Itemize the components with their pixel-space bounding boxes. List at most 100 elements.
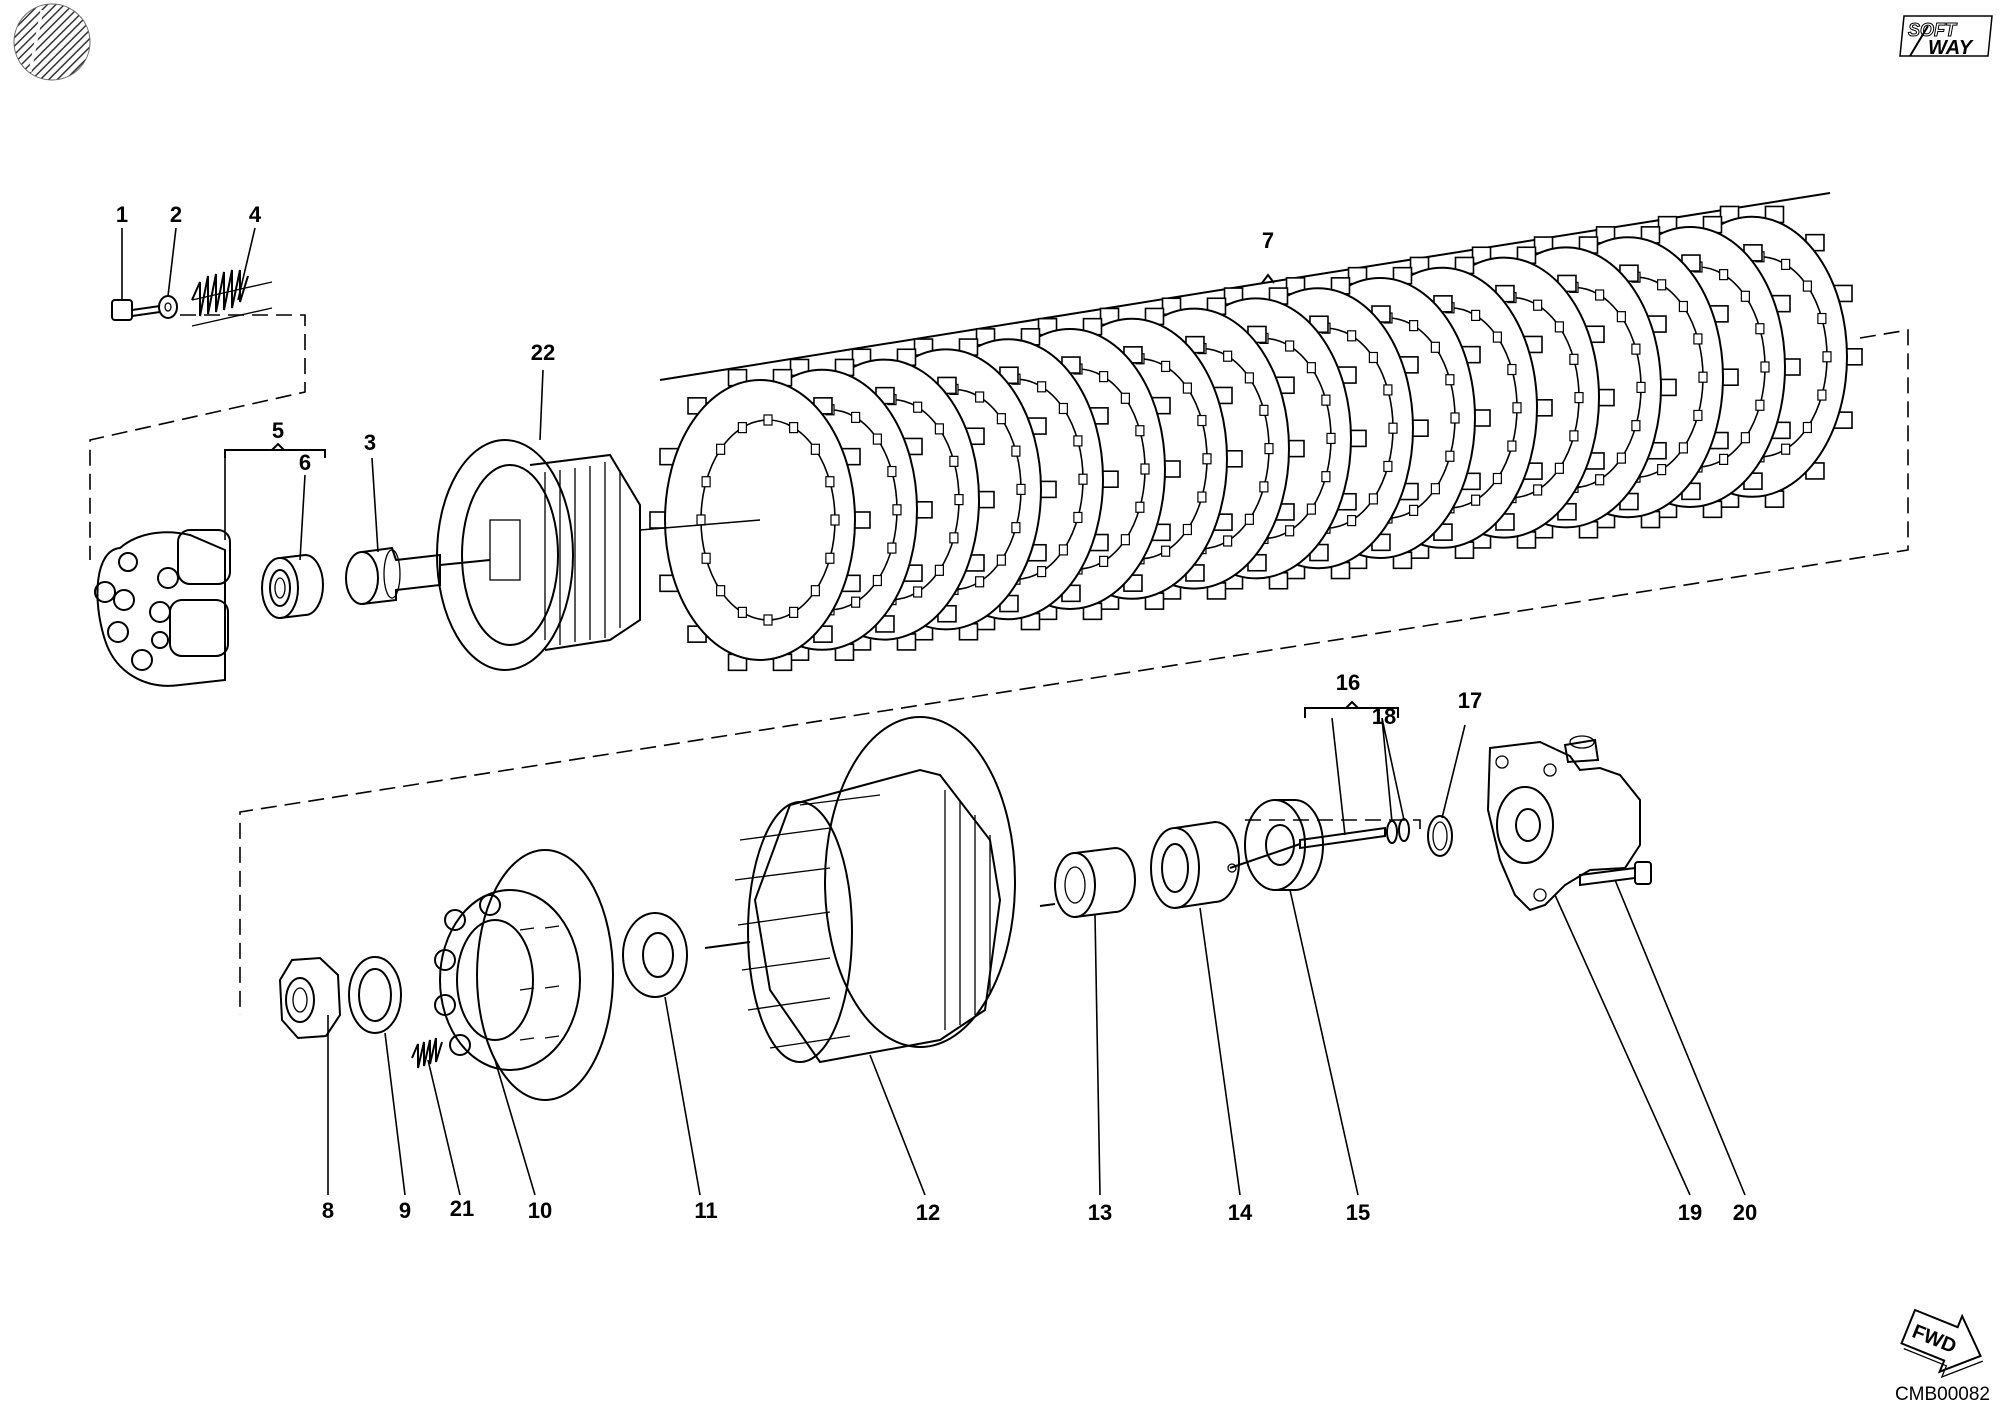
callout-4: 4	[249, 202, 262, 227]
plate-tooth	[1037, 565, 1047, 578]
part-2-washer	[158, 295, 178, 319]
callout-9: 9	[399, 1198, 411, 1223]
part-3-bushing	[345, 546, 441, 605]
callout-10: 10	[528, 1198, 552, 1223]
part-1-screw	[111, 299, 161, 321]
plate-tooth	[763, 414, 773, 426]
callout-12: 12	[916, 1200, 940, 1225]
plate-tooth	[1817, 389, 1827, 401]
plate-tooth	[1507, 440, 1517, 452]
plate-tooth	[1202, 453, 1212, 465]
callout-19: 19	[1678, 1200, 1702, 1225]
plate-tooth	[716, 585, 726, 597]
plate-tooth	[1306, 362, 1316, 374]
plate-tooth	[1719, 453, 1729, 465]
plate-tooth	[696, 514, 706, 526]
plate-tooth	[1016, 483, 1026, 495]
plate-tooth	[1120, 534, 1130, 546]
plate-tooth	[1244, 372, 1254, 384]
plate-tooth	[872, 433, 882, 445]
part-18-o-rings	[1386, 818, 1410, 844]
plate-tooth	[1161, 360, 1171, 373]
plate-tooth	[1285, 525, 1295, 537]
plate-tooth	[763, 614, 773, 626]
plate-tooth	[1264, 443, 1274, 455]
plate-tooth	[701, 552, 711, 564]
plate-tooth	[1140, 463, 1150, 475]
plate-tooth	[975, 576, 985, 588]
part-11-thrust-washer	[622, 912, 688, 998]
plate-tooth	[825, 552, 835, 564]
plate-tooth	[1259, 481, 1269, 493]
part-17-seal-ring	[1427, 815, 1453, 857]
plate-tooth	[1223, 535, 1233, 547]
plate-tooth	[1533, 299, 1543, 311]
part-13-sleeve	[1039, 846, 1136, 918]
part-6-bearing	[261, 553, 324, 619]
bracket-5	[224, 442, 326, 458]
plate-tooth	[1285, 340, 1295, 352]
plate-tooth	[1135, 425, 1145, 437]
bracket-16	[1304, 700, 1399, 718]
plate-tooth	[934, 564, 944, 576]
part-5-pressure-plate	[94, 529, 231, 687]
plate-tooth	[1450, 412, 1460, 424]
plate-tooth	[1595, 289, 1605, 301]
callout-18: 18	[1372, 704, 1396, 729]
part-16-push-rod	[1229, 826, 1386, 869]
plate-tooth	[810, 585, 820, 597]
plate-tooth	[1321, 471, 1331, 483]
assembly-outline-bottom	[1245, 819, 1421, 830]
callout-3: 3	[364, 430, 376, 455]
plate-tooth	[1781, 258, 1791, 271]
plate-tooth	[1161, 545, 1171, 557]
part-15-cup-washer	[1244, 799, 1324, 891]
plate-tooth	[1492, 472, 1502, 485]
plate-tooth	[1678, 442, 1688, 454]
plate-tooth	[716, 443, 726, 455]
plate-tooth	[1740, 432, 1750, 444]
plate-tooth	[1135, 501, 1145, 513]
plate-tooth	[1616, 452, 1626, 464]
plate-tooth	[934, 423, 944, 435]
plate-tooth	[1058, 544, 1068, 556]
plate-tooth	[737, 606, 747, 618]
part-22-clutch-drum	[436, 439, 641, 671]
plate-tooth	[887, 542, 897, 554]
callout-1: 1	[116, 202, 128, 227]
plate-tooth	[1244, 513, 1254, 525]
callout-16: 16	[1336, 670, 1360, 695]
plate-tooth	[887, 465, 897, 478]
callout-14: 14	[1228, 1200, 1253, 1225]
plate-tooth	[1259, 404, 1269, 416]
plate-tooth	[1073, 435, 1083, 447]
plate-tooth	[789, 606, 799, 618]
plate-tooth	[1616, 311, 1626, 323]
plate-tooth	[737, 422, 747, 434]
part-7-clutch-plates	[639, 205, 1863, 672]
softway-logo: SOFT WAY	[1899, 15, 1993, 59]
plate-tooth	[1554, 321, 1564, 333]
plate-tooth	[1471, 309, 1481, 322]
plate-tooth	[789, 422, 799, 434]
part-9-lock-washer	[348, 956, 402, 1034]
plate-tooth	[1693, 409, 1703, 422]
callout-2: 2	[170, 202, 182, 227]
plate-tooth	[1817, 312, 1827, 325]
plate-tooth	[1321, 394, 1331, 406]
plate-tooth	[1120, 392, 1130, 404]
plate-tooth	[1760, 361, 1770, 373]
plate-tooth	[1471, 494, 1481, 506]
plate-tooth	[1636, 381, 1646, 393]
plate-tooth	[1755, 399, 1765, 411]
plate-tooth	[996, 413, 1006, 425]
part-14-piston	[1150, 820, 1240, 909]
plate-tooth	[1693, 333, 1703, 345]
plate-tooth	[1822, 351, 1832, 363]
plate-tooth	[1037, 381, 1047, 393]
plate-tooth	[949, 455, 959, 467]
plate-tooth	[1657, 463, 1667, 476]
plate-tooth	[1569, 353, 1579, 365]
